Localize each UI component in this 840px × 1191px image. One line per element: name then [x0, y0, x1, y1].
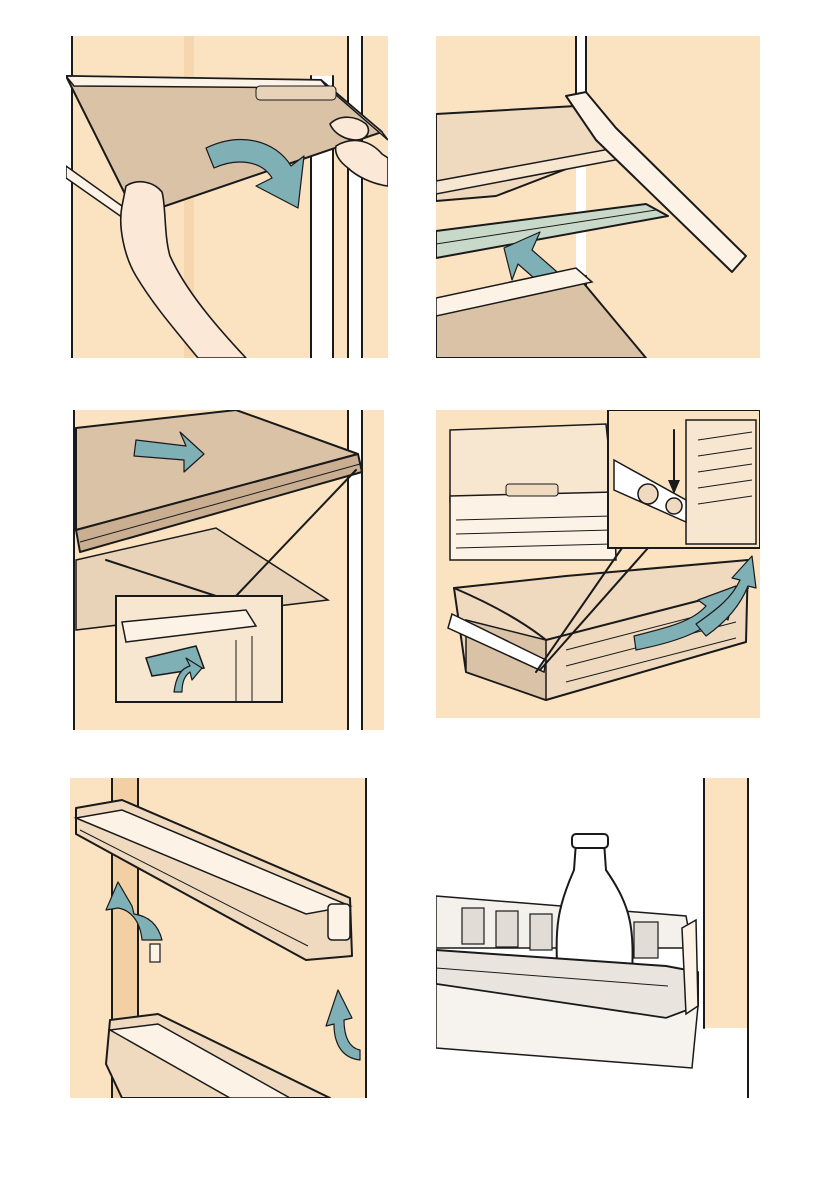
- panel-bottle-rack-illustration: [436, 778, 760, 1098]
- panel-bottle-rack: [436, 778, 760, 1098]
- panel-remove-drawer-illustration: [436, 410, 760, 718]
- panel-slide-shelf-in: [436, 36, 760, 358]
- panel-lift-shelf-illustration: [66, 36, 388, 358]
- panel-remove-drawer: [436, 410, 760, 718]
- panel-lift-shelf: [66, 36, 388, 358]
- panel-remove-door-shelf-illustration: [70, 778, 382, 1098]
- panel-shelf-clip-illustration: [66, 410, 384, 730]
- panel-remove-door-shelf: [70, 778, 382, 1098]
- panel-slide-shelf-in-illustration: [436, 36, 760, 358]
- panel-shelf-clip: [66, 410, 384, 730]
